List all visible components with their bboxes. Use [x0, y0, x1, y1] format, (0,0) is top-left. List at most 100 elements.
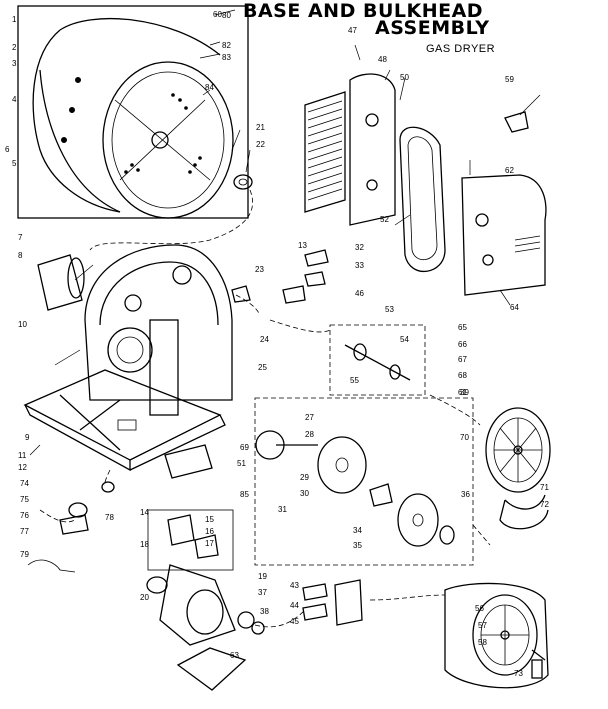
drive-motor [146, 564, 265, 691]
cover-plate [461, 174, 547, 296]
callout-84: 84 [205, 83, 214, 92]
callout-29: 29 [300, 473, 309, 482]
callout-56: 56 [475, 604, 484, 613]
diagram-title-line2: ASSEMBLY [375, 17, 490, 39]
callout-62: 62 [505, 166, 514, 175]
drum-assembly [17, 5, 249, 219]
callout-76: 76 [20, 511, 29, 520]
motor-switch-box [147, 509, 234, 571]
lower-pulley [444, 582, 549, 689]
callout-4: 4 [12, 95, 17, 104]
callout-74: 74 [20, 479, 29, 488]
callout-35: 35 [353, 541, 362, 550]
callout-7: 7 [18, 233, 23, 242]
switch-group [231, 249, 329, 304]
callout-33: 33 [355, 261, 364, 270]
callout-43: 43 [290, 581, 299, 590]
callout-65: 65 [458, 323, 467, 332]
callout-66: 66 [458, 340, 467, 349]
callout-3: 3 [12, 59, 17, 68]
drum-pulley [485, 407, 551, 530]
duct-panel [349, 73, 396, 226]
callout-51: 51 [237, 459, 246, 468]
callout-16: 16 [205, 527, 214, 536]
callout-69: 69 [240, 443, 249, 452]
callout-8: 8 [18, 251, 23, 260]
callout-83: 83 [222, 53, 231, 62]
callout-27: 27 [305, 413, 314, 422]
callout-19: 19 [258, 572, 267, 581]
callout-45: 45 [290, 617, 299, 626]
callout-15: 15 [205, 515, 214, 524]
diagram-subtitle: GAS DRYER [426, 43, 496, 55]
callout-34: 34 [353, 526, 362, 535]
callout-55: 55 [350, 376, 359, 385]
callout-30: 30 [300, 489, 309, 498]
callout-80: 80 [222, 11, 231, 20]
callout-28: 28 [305, 430, 314, 439]
callout-73: 73 [514, 669, 523, 678]
callout-18: 18 [140, 540, 149, 549]
idler-bracket [504, 111, 529, 133]
callout-6: 6 [5, 145, 10, 154]
front-bearing [233, 174, 253, 190]
callout-13: 13 [298, 241, 307, 250]
callout-14: 14 [140, 508, 149, 517]
callout-52: 52 [380, 215, 389, 224]
callout-12: 12 [18, 463, 27, 472]
callout-31: 31 [278, 505, 287, 514]
callout-67: 67 [458, 355, 467, 364]
callout-85: 85 [240, 490, 249, 499]
bulkhead-frame [23, 244, 233, 472]
callout-58: 58 [478, 638, 487, 647]
blower-assembly-box [254, 397, 474, 566]
callout-24: 24 [260, 335, 269, 344]
callout-48: 48 [378, 55, 387, 64]
callout-59: 59 [505, 75, 514, 84]
vent-grille [304, 91, 346, 213]
callout-46: 46 [355, 289, 364, 298]
callout-44: 44 [290, 601, 299, 610]
callout-5: 5 [12, 159, 17, 168]
callout-17: 17 [205, 539, 214, 548]
diagram-title-line1: BASE AND BULKHEAD [243, 0, 484, 22]
callout-labels: 1 2 3 4 5 6 7 8 9 10 11 12 13 14 15 16 1… [5, 10, 549, 678]
thermostat [164, 444, 213, 479]
callout-20: 20 [140, 593, 149, 602]
callout-37: 37 [258, 588, 267, 597]
callout-75: 75 [20, 495, 29, 504]
callout-9: 9 [25, 433, 30, 442]
callout-22: 22 [256, 140, 265, 149]
callout-47: 47 [348, 26, 357, 35]
drive-belt-52 [399, 126, 446, 272]
callout-57: 57 [478, 621, 487, 630]
callout-25: 25 [258, 363, 267, 372]
callout-10: 10 [18, 320, 27, 329]
callout-72: 72 [540, 500, 549, 509]
callout-23: 23 [255, 265, 264, 274]
callout-77: 77 [20, 527, 29, 536]
gas-valve-parts [27, 481, 115, 573]
callout-70: 70 [460, 433, 469, 442]
callout-68: 68 [458, 371, 467, 380]
callout-11: 11 [18, 451, 27, 460]
callout-71: 71 [540, 483, 549, 492]
callout-78: 78 [105, 513, 114, 522]
callout-38: 38 [260, 607, 269, 616]
callout-21: 21 [256, 123, 265, 132]
shaft-box [329, 324, 426, 396]
callout-61: 61 [458, 388, 467, 397]
callout-82: 82 [222, 41, 231, 50]
callout-63: 63 [230, 651, 239, 660]
callout-36: 36 [461, 490, 470, 499]
callout-53: 53 [385, 305, 394, 314]
callout-2: 2 [12, 43, 17, 52]
callout-54: 54 [400, 335, 409, 344]
callout-1: 1 [12, 15, 17, 24]
mount-bracket [302, 579, 363, 626]
callout-32: 32 [355, 243, 364, 252]
callout-60: 60 [213, 10, 222, 19]
heater-cylinder [37, 254, 85, 311]
callout-39: 39 [460, 388, 469, 397]
